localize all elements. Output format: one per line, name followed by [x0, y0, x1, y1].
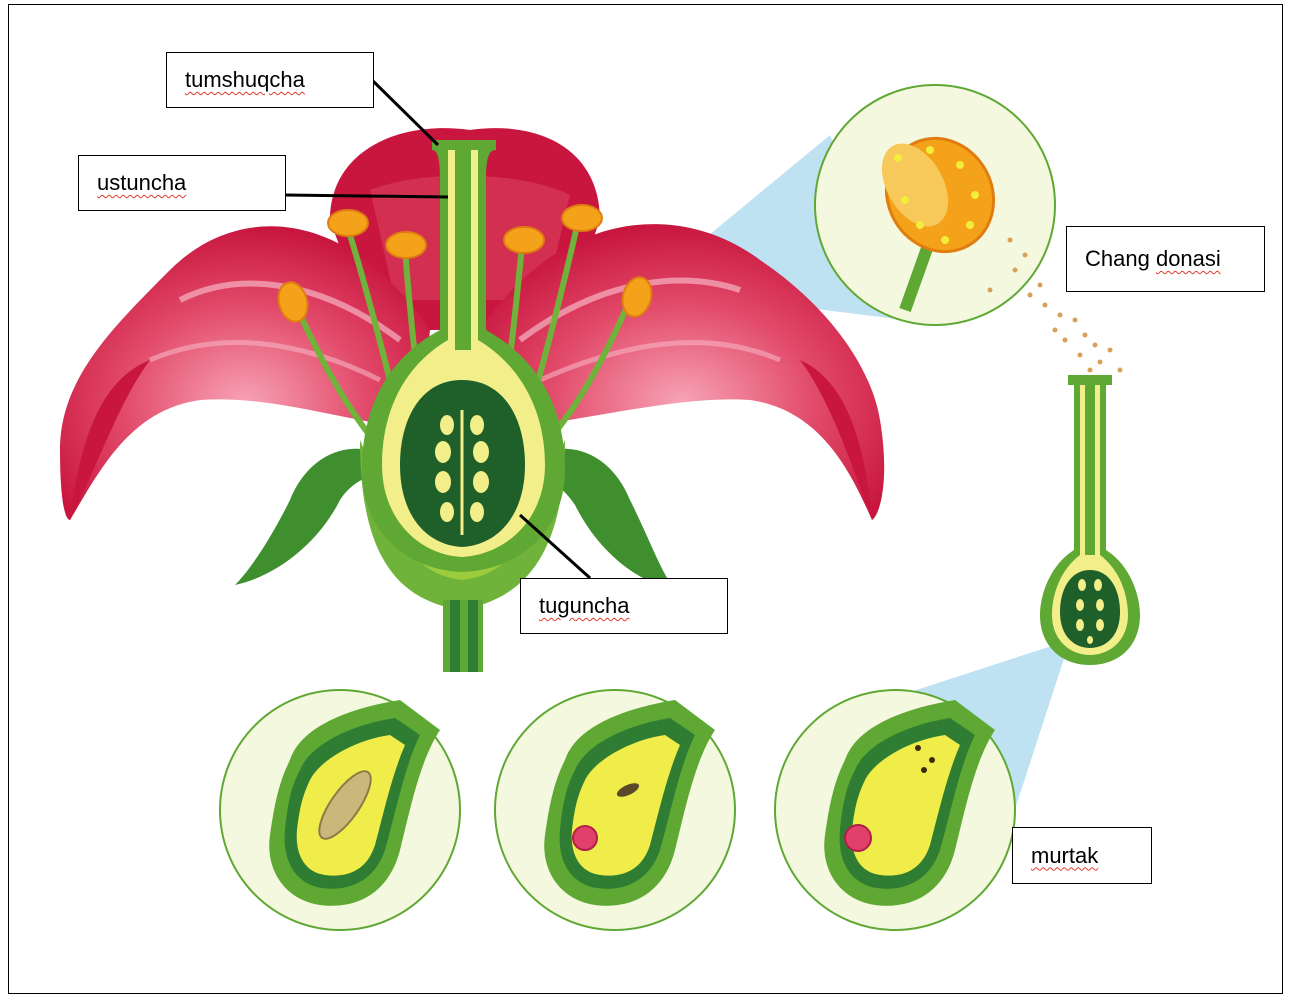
label-style-text: ustuncha	[97, 170, 186, 196]
label-ovary-text: tuguncha	[539, 593, 630, 619]
label-pollen-prefix: Chang	[1085, 246, 1156, 272]
label-pollen: Chang donasi	[1066, 226, 1265, 292]
label-stigma: tumshuqcha	[166, 52, 374, 108]
label-stigma-text: tumshuqcha	[185, 67, 305, 93]
label-ovary: tuguncha	[520, 578, 728, 634]
label-embryo: murtak	[1012, 827, 1152, 884]
ovules	[435, 410, 489, 535]
label-embryo-text: murtak	[1031, 843, 1098, 869]
ovule-stage-2	[495, 690, 735, 930]
ovule-stage-3	[775, 690, 1015, 930]
ovule-stage-1	[220, 690, 460, 930]
label-pollen-word: donasi	[1156, 246, 1221, 272]
label-style: ustuncha	[78, 155, 286, 211]
